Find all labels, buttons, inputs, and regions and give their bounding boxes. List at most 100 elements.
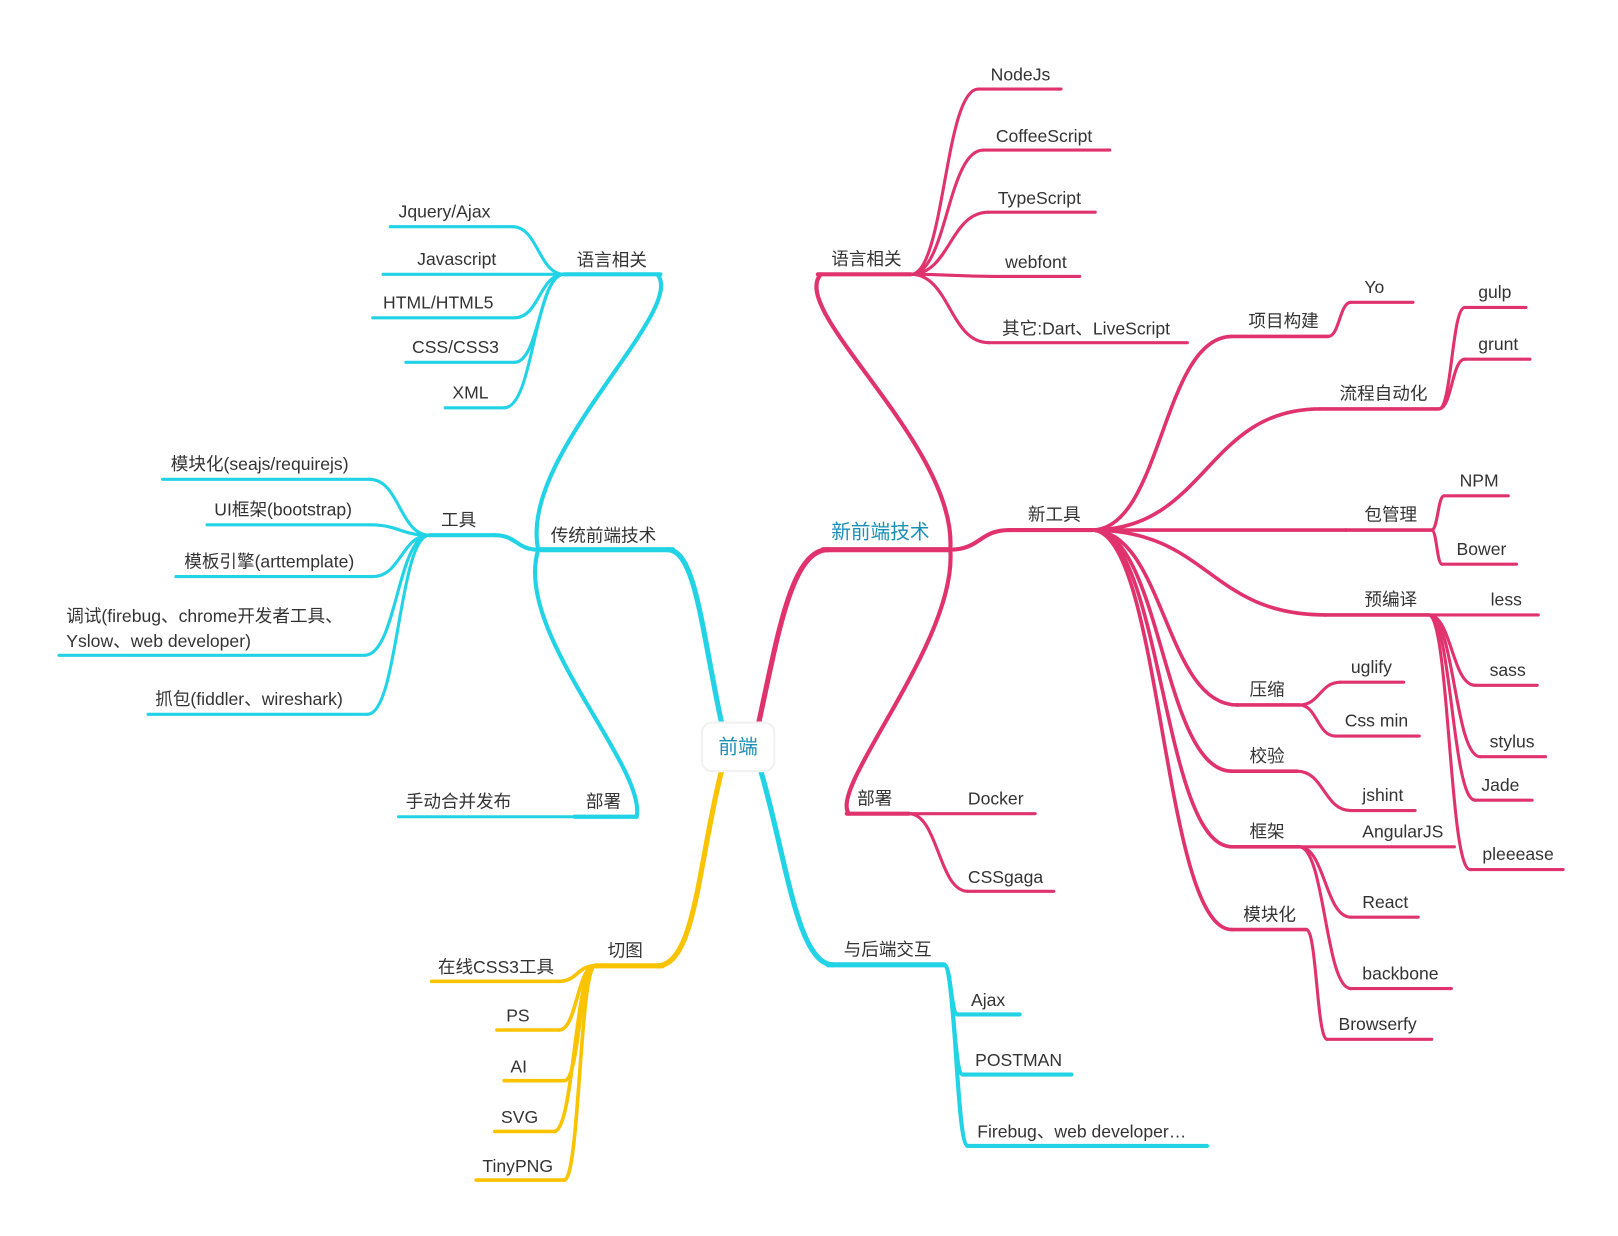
leaf-topic[interactable]: 模板引擎(arttemplate) <box>184 551 354 571</box>
leaf-topic[interactable]: POSTMAN <box>975 1050 1062 1070</box>
leaf-topic[interactable]: Javascript <box>417 249 496 269</box>
leaf-topic[interactable]: XML <box>452 383 488 403</box>
topic-traditional-language[interactable]: 语言相关 <box>577 250 647 270</box>
connector-line <box>512 272 566 320</box>
topic-modern-language[interactable]: 语言相关 <box>831 249 901 269</box>
connector-line <box>948 527 1012 552</box>
connector-line <box>909 148 985 276</box>
topic-traditional-tools[interactable]: 工具 <box>441 510 476 530</box>
leaf-topic[interactable]: 在线CSS3工具 <box>438 957 554 977</box>
topic-automation[interactable]: 流程自动化 <box>1340 384 1428 404</box>
leaf-topic[interactable]: UI框架(bootstrap) <box>214 500 352 520</box>
leaf-topic-debug[interactable]: 调试(firebug、chrome开发者工具、 <box>66 606 342 626</box>
connector-line <box>909 210 991 276</box>
connector-line <box>1297 680 1343 707</box>
leaf-topic[interactable]: Browserfy <box>1338 1014 1416 1034</box>
connector-line <box>909 272 991 345</box>
leaf-topic[interactable]: Bower <box>1457 539 1507 559</box>
topic-traditional[interactable]: 传统前端技术 <box>551 525 656 545</box>
leaf-topic[interactable]: Css min <box>1345 711 1408 731</box>
connector-line <box>1090 528 1234 932</box>
leaf-topic[interactable]: CSS/CSS3 <box>412 337 499 357</box>
leaf-topic[interactable]: CoffeeScript <box>996 126 1093 146</box>
connector-line <box>1090 334 1234 532</box>
leaf-topic[interactable]: AI <box>510 1056 527 1076</box>
connector-line <box>562 964 598 1182</box>
leaf-topic[interactable]: sass <box>1490 660 1526 680</box>
leaf-topic[interactable]: Jade <box>1481 775 1519 795</box>
leaf-topic[interactable]: jshint <box>1361 785 1403 805</box>
connector-line <box>534 272 664 552</box>
leaf-topic[interactable]: React <box>1362 892 1408 912</box>
leaf-topic[interactable]: 模块化(seajs/requirejs) <box>171 454 349 474</box>
leaf-topic[interactable]: PS <box>506 1006 529 1026</box>
topic-build[interactable]: 项目构建 <box>1248 311 1318 331</box>
leaf-topic[interactable]: 抓包(fiddler、wireshark) <box>155 689 343 709</box>
topic-framework[interactable]: 框架 <box>1249 821 1284 841</box>
leaf-topic[interactable]: stylus <box>1490 731 1535 751</box>
leaf-topic[interactable]: Ajax <box>971 990 1005 1010</box>
leaf-topic[interactable]: 其它:Dart、LiveScript <box>1002 318 1170 338</box>
leaf-topic[interactable]: uglify <box>1351 657 1392 677</box>
topic-compress[interactable]: 压缩 <box>1249 680 1284 700</box>
main-branch <box>665 547 725 726</box>
main-branch <box>758 768 836 968</box>
connector-line <box>1090 528 1327 617</box>
leaf-topic[interactable]: HTML/HTML5 <box>383 292 494 312</box>
topic-slicing[interactable]: 切图 <box>608 941 643 961</box>
leaf-topic[interactable]: Firebug、web developer… <box>977 1122 1186 1142</box>
central-topic-label: 前端 <box>718 737 757 759</box>
main-branch <box>756 547 831 726</box>
topic-lint[interactable]: 校验 <box>1249 746 1285 766</box>
leaf-topic[interactable]: TypeScript <box>998 188 1081 208</box>
topic-modern-tools[interactable]: 新工具 <box>1028 505 1081 525</box>
leaf-topic[interactable]: webfont <box>1004 252 1067 272</box>
connector-line <box>1437 357 1467 411</box>
topic-package[interactable]: 包管理 <box>1364 505 1417 525</box>
leaf-topic-debug-line2[interactable]: Yslow、web developer) <box>66 631 251 651</box>
topic-modern-deploy[interactable]: 部署 <box>857 788 892 808</box>
connector-line <box>1297 845 1353 919</box>
leaf-topic[interactable]: pleeease <box>1482 844 1553 864</box>
leaf-topic[interactable]: NodeJs <box>991 65 1051 85</box>
topic-modern[interactable]: 新前端技术 <box>831 521 929 543</box>
leaf-topic[interactable]: Docker <box>968 788 1024 808</box>
connector-line <box>1326 300 1353 338</box>
central-topic[interactable]: 前端 <box>700 721 776 773</box>
connector-line <box>907 812 970 893</box>
connector-line <box>1304 928 1329 1041</box>
leaf-topic[interactable]: 手动合并发布 <box>406 791 511 811</box>
connector-line <box>909 87 980 276</box>
topic-module[interactable]: 模块化 <box>1243 904 1296 924</box>
connector-line <box>510 225 566 276</box>
leaf-topic[interactable]: backbone <box>1362 963 1438 983</box>
connector-line <box>362 533 432 657</box>
leaf-topic[interactable]: Jquery/Ajax <box>399 201 491 221</box>
topic-traditional-deploy[interactable]: 部署 <box>586 791 621 811</box>
connector-line <box>1427 613 1477 802</box>
topic-backend[interactable]: 与后端交互 <box>844 939 932 959</box>
leaf-topic[interactable]: gulp <box>1478 282 1511 302</box>
leaf-topic[interactable]: AngularJS <box>1362 821 1443 841</box>
leaf-topic[interactable]: SVG <box>501 1107 538 1127</box>
connector-line <box>1297 703 1337 738</box>
leaf-topic[interactable]: TinyPNG <box>482 1156 553 1176</box>
connector-line <box>1090 407 1322 532</box>
connector-line <box>368 523 432 537</box>
connector-line <box>1437 305 1467 411</box>
leaf-topic[interactable]: NPM <box>1460 471 1499 491</box>
connector-line <box>502 272 566 410</box>
connector-line <box>844 547 953 816</box>
connector-line <box>365 533 432 716</box>
leaf-topic[interactable]: CSSgaga <box>968 867 1043 887</box>
connector-line <box>1427 613 1472 872</box>
leaf-topic[interactable]: less <box>1491 590 1522 610</box>
connector-line <box>1430 528 1444 566</box>
connector-line <box>1090 528 1239 707</box>
leaf-topic[interactable]: Yo <box>1364 277 1384 297</box>
connector-line <box>814 272 953 552</box>
connector-line <box>533 547 640 819</box>
connector-line <box>492 533 541 552</box>
topic-precompile[interactable]: 预编译 <box>1364 590 1417 610</box>
leaf-topic[interactable]: grunt <box>1478 334 1518 354</box>
